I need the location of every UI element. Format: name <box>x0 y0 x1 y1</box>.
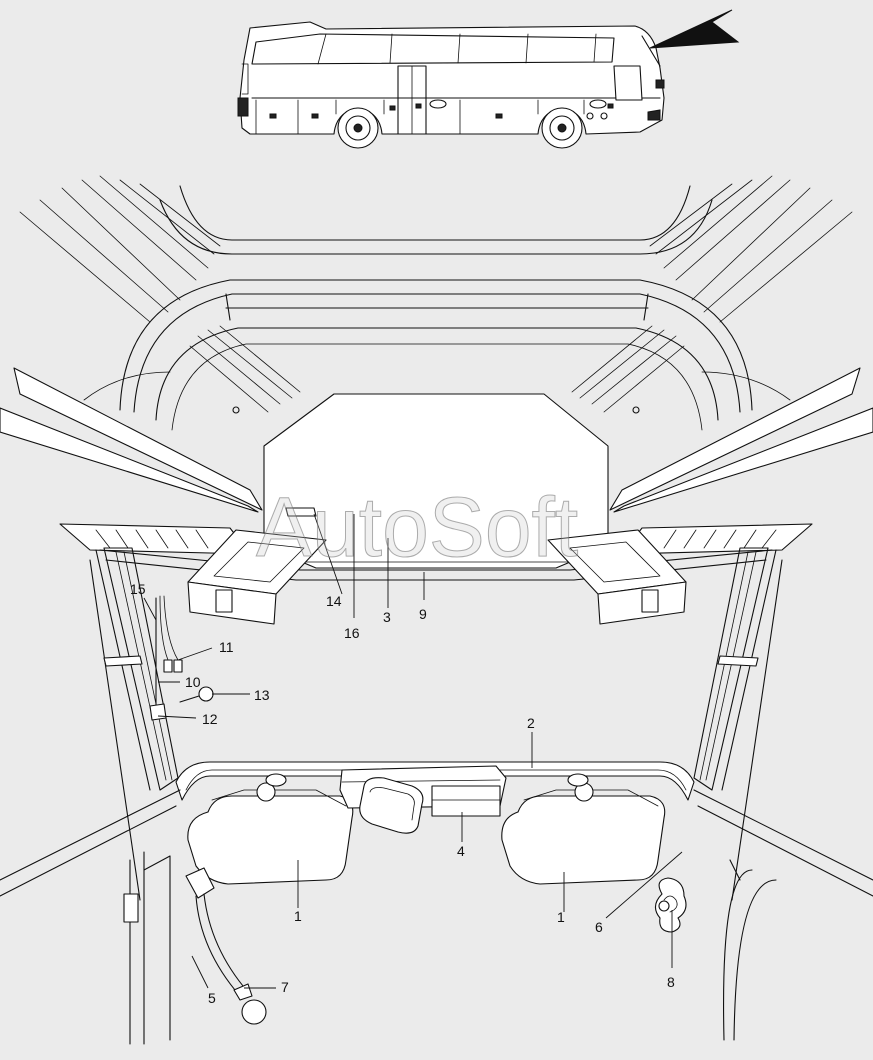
coat-hook <box>654 877 687 933</box>
callout-4: 4 <box>457 843 465 859</box>
callout-labels: 1 1 2 3 4 5 6 7 8 9 10 11 12 13 14 15 16 <box>130 581 675 1006</box>
callout-14: 14 <box>326 593 342 609</box>
callout-9: 9 <box>419 606 427 622</box>
callout-6: 6 <box>595 919 603 935</box>
leader-lines <box>143 513 683 989</box>
view-direction-arrow <box>649 9 740 49</box>
grab-cord <box>185 867 267 1025</box>
rear-view-mirror <box>359 777 424 834</box>
watermark: AutoSoft <box>256 480 578 574</box>
callout-5: 5 <box>208 990 216 1006</box>
wire-harness <box>149 595 214 721</box>
callout-15: 15 <box>130 581 146 597</box>
callout-8: 8 <box>667 974 675 990</box>
callout-10: 10 <box>185 674 201 690</box>
bus-side-view <box>237 9 740 149</box>
callout-16: 16 <box>344 625 360 641</box>
sun-visor-right <box>501 773 666 885</box>
callout-2: 2 <box>527 715 535 731</box>
callout-1-right: 1 <box>557 909 565 925</box>
callout-3: 3 <box>383 609 391 625</box>
sun-visor-left <box>187 773 354 885</box>
screw-13 <box>179 686 214 703</box>
callout-7: 7 <box>281 979 289 995</box>
callout-1-left: 1 <box>294 908 302 924</box>
callout-12: 12 <box>202 711 218 727</box>
roof-structure <box>0 175 873 513</box>
callout-13: 13 <box>254 687 270 703</box>
roof-centre-module <box>59 393 813 625</box>
centre-console <box>339 765 507 834</box>
callout-11: 11 <box>219 639 234 655</box>
